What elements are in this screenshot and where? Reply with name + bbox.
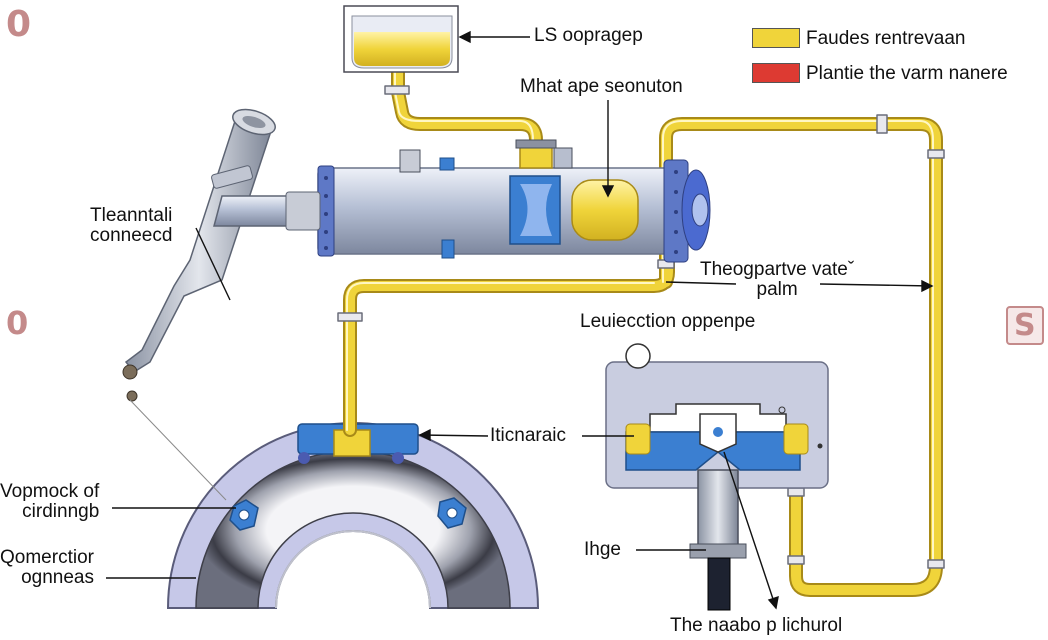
support-ring: [166, 422, 540, 609]
ring-lug-left: [229, 499, 259, 531]
leader-ring-pipe: [129, 399, 227, 501]
ring-top-clamp: [297, 423, 419, 464]
label-hydraulic: Iticnaraic: [490, 425, 567, 446]
valve-housing: [605, 343, 829, 611]
leader-positive-valve-right: [819, 283, 933, 287]
leader-terminal: [195, 227, 231, 301]
legend-label-red: Plantie the varm nanere: [806, 63, 1008, 84]
leader-positive-valve-left: [665, 281, 737, 285]
leader-lines: [106, 30, 934, 610]
label-positive-valve: Theogpartve vateˇ palm: [700, 259, 855, 300]
legend-label-yellow: Faudes rentrevaan: [806, 28, 966, 49]
top-tank: [343, 5, 459, 73]
side-mark-right-mid: S: [1006, 306, 1044, 345]
label-hinge: Ihge: [584, 539, 621, 560]
label-top-tank: LS oopragep: [534, 25, 643, 46]
angled-inlet-pipe: [122, 108, 321, 402]
main-cylinder: [317, 139, 711, 263]
label-heat-section: Mhat ape seonuton: [520, 76, 683, 97]
side-mark-left-mid: 0: [6, 304, 29, 342]
leader-control: [723, 451, 777, 609]
label-control: The naabo p lichurol: [670, 615, 843, 636]
leader-hydraulic-left: [419, 434, 489, 437]
ring-lug-right: [437, 497, 467, 529]
label-terminal-connection: Tleanntali conneecd: [90, 205, 173, 246]
label-support-ring: Vopmock of cirdinngb: [0, 481, 100, 522]
label-connector-flanges: Qomerctior ognneas: [0, 547, 94, 588]
side-mark-left-top: 0: [6, 4, 32, 45]
label-injection: Leuiecction oppenpe: [580, 311, 756, 332]
legend-swatch-yellow: [752, 28, 800, 48]
legend-swatch-red: [752, 63, 800, 83]
